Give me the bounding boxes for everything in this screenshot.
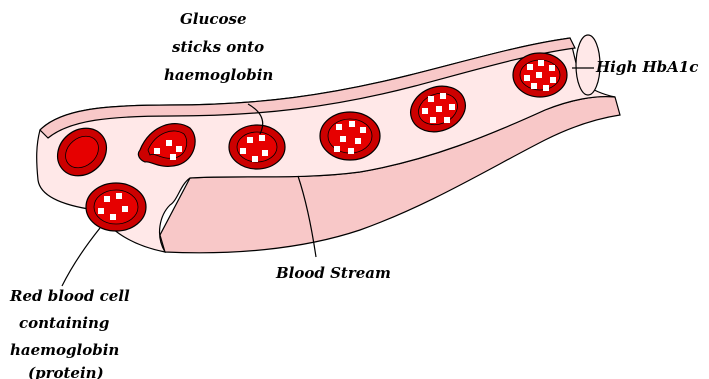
glucose-molecule: [430, 117, 436, 123]
red-blood-cell: [229, 125, 285, 169]
glucose-molecule: [348, 148, 354, 154]
glucose-molecule: [247, 137, 253, 143]
glucose-molecule: [549, 65, 555, 71]
red-blood-cell: [320, 112, 380, 160]
glucose-molecule: [166, 140, 172, 146]
rbc-pointer-line: [62, 228, 100, 286]
glucose-molecule: [536, 72, 542, 78]
glucose-molecule: [428, 96, 434, 102]
glucose-molecule: [538, 60, 544, 66]
glucose-molecule: [524, 75, 530, 81]
glucose-molecule: [449, 104, 455, 110]
rbc-label-line3: haemoglobin: [10, 341, 119, 359]
glucose-molecule: [176, 146, 182, 152]
glucose-molecule: [527, 64, 533, 70]
glucose-molecule: [543, 85, 549, 91]
glucose-molecule: [154, 148, 160, 154]
glucose-molecule: [104, 196, 110, 202]
glucose-molecule: [336, 124, 342, 130]
glucose-molecule: [334, 146, 340, 152]
blood-stream-label: Blood Stream: [275, 264, 391, 282]
glucose-molecule: [262, 150, 268, 156]
glucose-molecule: [98, 208, 104, 214]
glucose-molecule: [444, 117, 450, 123]
glucose-molecule: [116, 193, 122, 199]
glucose-molecule: [170, 154, 176, 160]
glucose-molecule: [355, 138, 361, 144]
glucose-molecule: [240, 148, 246, 154]
glucose-label-line1: Glucose: [180, 10, 247, 28]
rbc-label-line2: containing: [19, 314, 109, 332]
glucose-label-line3: haemoglobin: [164, 66, 273, 84]
glucose-label-line2: sticks onto: [172, 38, 264, 56]
glucose-molecule: [422, 108, 428, 114]
red-blood-cell: [513, 53, 567, 97]
glucose-molecule: [259, 135, 265, 141]
glucose-molecule: [436, 106, 442, 112]
high-hba1c-label: High HbA1c: [595, 58, 698, 76]
red-blood-cell: [86, 183, 146, 231]
rbc-label-line1: Red blood cell: [9, 287, 130, 305]
glucose-molecule: [340, 136, 346, 142]
glucose-molecule: [440, 93, 446, 99]
rbc-label-line4: (protein): [28, 364, 104, 379]
glucose-molecule: [349, 121, 355, 127]
glucose-molecule: [360, 127, 366, 133]
glucose-molecule: [252, 156, 258, 162]
glucose-molecule: [122, 206, 128, 212]
glucose-molecule: [110, 214, 116, 220]
glucose-molecule: [531, 83, 537, 89]
glucose-molecule: [550, 77, 556, 83]
